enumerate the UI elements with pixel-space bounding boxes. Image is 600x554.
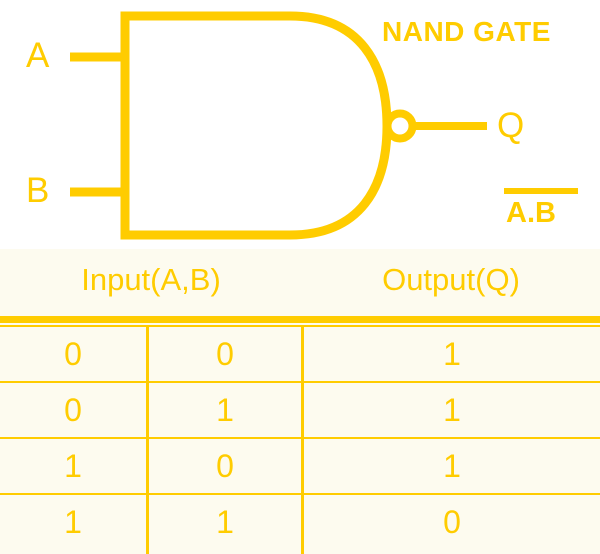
header-divider-secondary [0,325,600,327]
cell-q: 1 [443,448,461,484]
gate-title: NAND GATE [382,16,551,47]
cell-a: 1 [64,504,82,540]
formula-expression: A.B [506,197,556,229]
cell-a: 0 [64,392,82,428]
header-divider [0,316,600,325]
cell-b: 0 [216,448,234,484]
column-header-output: Output(Q) [382,262,520,297]
input-a-label: A [26,36,50,75]
table-row: 0 0 1 [0,327,600,383]
nand-gate-schematic [70,11,487,240]
truth-table: Input(A,B) Output(Q) 0 0 1 0 1 1 1 0 1 [0,249,600,554]
gate-body-icon [120,11,392,240]
table-header-row: Input(A,B) Output(Q) [0,249,600,316]
cell-b: 1 [216,504,234,540]
cell-q: 1 [443,336,461,372]
table-row: 1 1 0 [0,495,600,551]
column-divider-1 [146,327,149,554]
cell-b: 0 [216,336,234,372]
overline-bar [504,188,578,194]
column-divider-2 [301,327,304,554]
column-header-input: Input(A,B) [81,262,221,297]
output-q-label: Q [497,106,525,145]
table-body: 0 0 1 0 1 1 1 0 1 1 1 0 [0,327,600,551]
gate-diagram-area: A B Q NAND GATE A.B [0,0,600,249]
cell-q: 1 [443,392,461,428]
inverter-bubble-icon [383,109,417,143]
cell-a: 1 [64,448,82,484]
table-row: 0 1 1 [0,383,600,439]
boolean-formula: A.B [504,188,578,228]
cell-a: 0 [64,336,82,372]
input-b-label: B [26,171,50,210]
cell-q: 0 [443,504,461,540]
table-row: 1 0 1 [0,439,600,495]
cell-b: 1 [216,392,234,428]
